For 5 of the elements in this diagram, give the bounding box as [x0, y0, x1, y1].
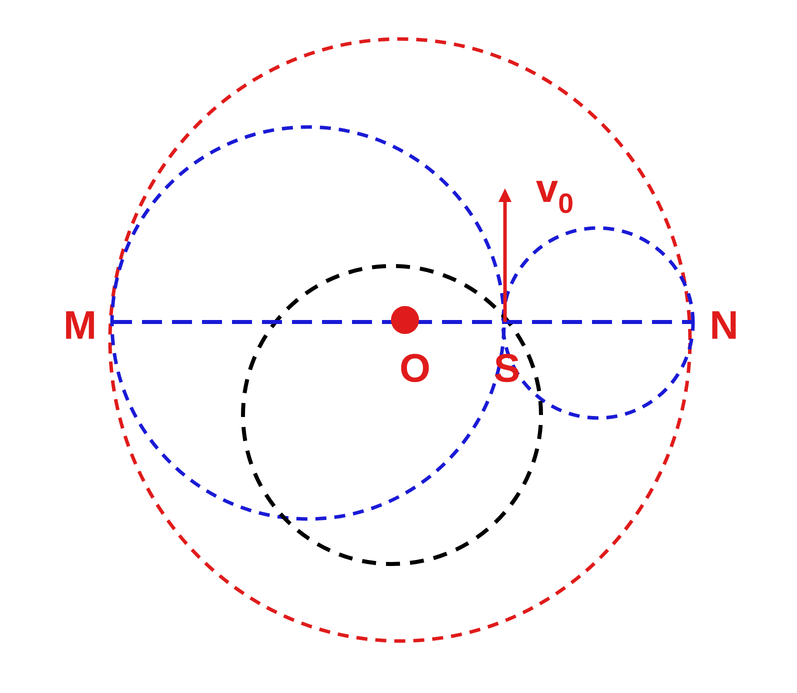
point-label: O: [401, 354, 429, 382]
point-label: S: [494, 354, 519, 382]
point-label: N: [712, 311, 736, 339]
point-label: M: [66, 311, 94, 339]
point-label: v$_{0}$: [536, 180, 572, 214]
